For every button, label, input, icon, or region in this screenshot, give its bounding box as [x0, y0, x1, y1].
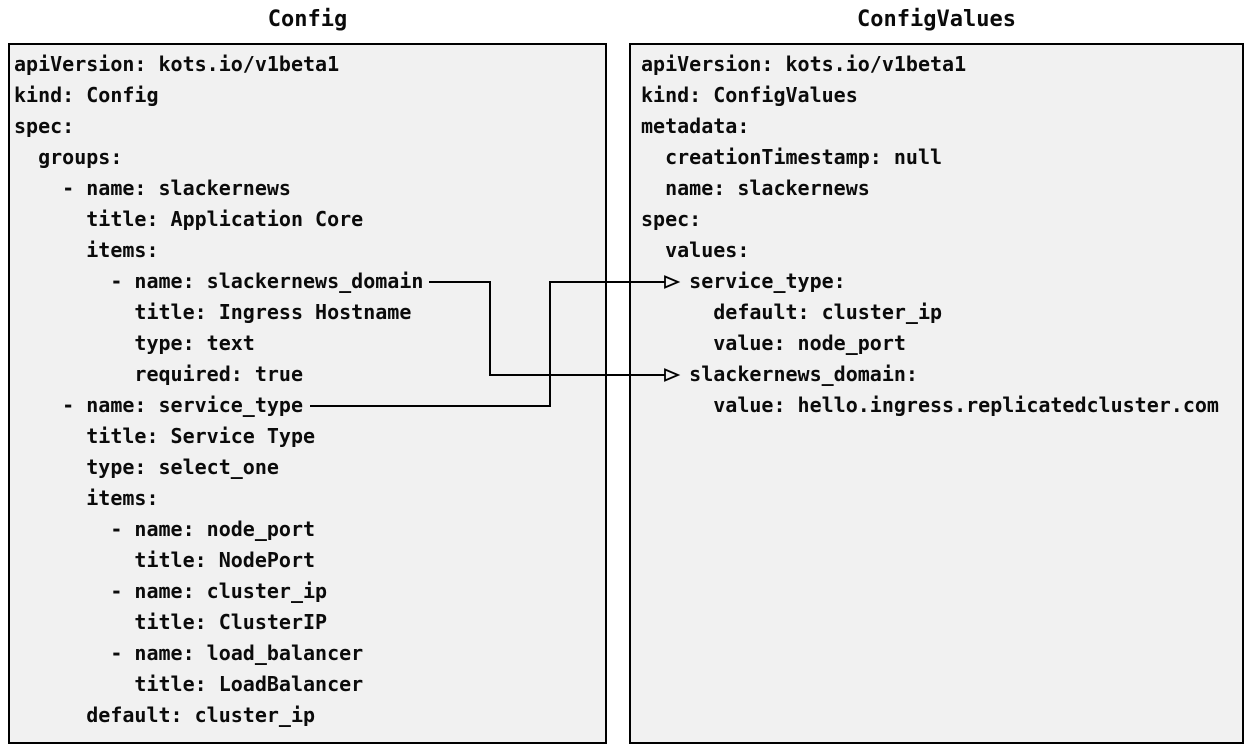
configvalues-panel: apiVersion: kots.io/v1beta1 kind: Config… — [629, 43, 1244, 744]
config-panel-title: Config — [267, 7, 348, 32]
config-panel: apiVersion: kots.io/v1beta1 kind: Config… — [8, 43, 607, 744]
configvalues-panel-title: ConfigValues — [857, 7, 1016, 32]
config-yaml-code: apiVersion: kots.io/v1beta1 kind: Config… — [14, 52, 424, 727]
configvalues-yaml-code: apiVersion: kots.io/v1beta1 kind: Config… — [641, 52, 1219, 417]
